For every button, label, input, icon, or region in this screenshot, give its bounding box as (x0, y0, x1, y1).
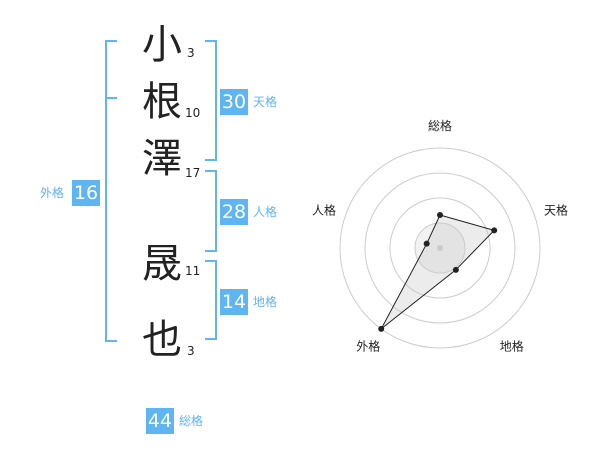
gaikaku-bracket-tick (105, 97, 117, 99)
chikaku-bracket (205, 260, 217, 340)
tenkaku-bracket (205, 40, 217, 161)
name-char-2: 根 (142, 79, 182, 125)
stroke-count-5: 3 (187, 344, 195, 358)
jinkaku-label: 人格 (253, 205, 278, 219)
jinkaku-bracket (205, 170, 217, 252)
chikaku-label: 地格 (253, 295, 278, 309)
axis-label-gaikaku: 外格 (356, 339, 380, 354)
axis-label-soukaku: 総格 (428, 118, 452, 133)
radar-chart: 総格 天格 地格 外格 人格 (312, 118, 568, 354)
tenkaku-value: 30 (220, 89, 248, 115)
radar-point-4 (423, 240, 430, 247)
radar-points (378, 212, 498, 332)
gaikaku-label: 外格 (40, 186, 65, 200)
chikaku-value: 14 (220, 289, 248, 315)
name-char-1: 小 (142, 22, 182, 68)
axis-label-jinkaku: 人格 (312, 202, 336, 217)
name-char-5: 也 (142, 317, 182, 363)
stroke-count-4: 11 (185, 264, 201, 278)
radar-point-2 (452, 266, 459, 273)
jinkaku-value: 28 (220, 199, 248, 225)
radar-center-dot (437, 245, 443, 251)
radar-point-1 (491, 227, 498, 234)
axis-label-tenkaku: 天格 (544, 202, 568, 217)
radar-ring-4 (339, 147, 541, 349)
radar-point-3 (378, 325, 385, 332)
radar-ring-2 (389, 197, 491, 299)
name-char-3: 澤 (142, 136, 182, 182)
name-char-4: 晟 (142, 241, 182, 287)
tenkaku-label: 天格 (253, 95, 278, 109)
gaikaku-value: 16 (72, 180, 100, 206)
radar-rings (339, 147, 541, 349)
radar-area (380, 214, 496, 330)
radar-ring-3 (364, 172, 516, 324)
stroke-count-1: 3 (187, 46, 195, 60)
soukaku-label: 総格 (179, 414, 204, 428)
axis-label-chikaku: 地格 (500, 339, 524, 354)
stroke-count-2: 10 (185, 106, 201, 120)
stroke-count-3: 17 (185, 166, 201, 180)
soukaku-value: 44 (146, 408, 174, 434)
gaikaku-bracket (105, 40, 117, 342)
radar-point-0 (437, 212, 443, 218)
